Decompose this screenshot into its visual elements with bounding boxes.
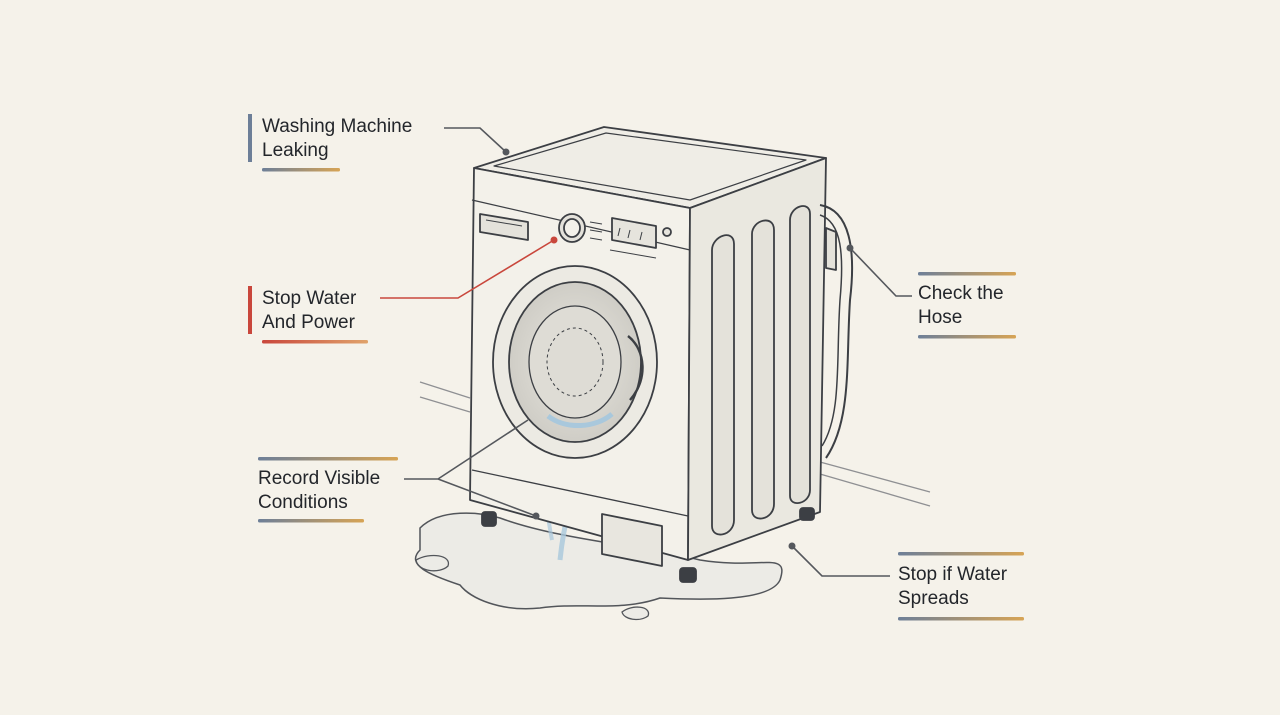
leader-check-the-hose [849,247,912,297]
callout-line: Stop if Water [898,564,1008,585]
leader-lines [380,127,912,577]
callout-line: Hose [918,307,963,328]
washing-machine-illustration [469,126,854,583]
callout-line: And Power [262,312,355,333]
callout-line: Spreads [898,588,969,609]
floor-lines [419,381,931,507]
accent-bars [248,114,1024,621]
callout-stop-water-and-power: Stop Water And Power [262,287,356,335]
callout-line: Washing Machine [262,116,413,137]
callout-line: Leaking [262,140,329,161]
callout-line: Stop Water [262,288,357,309]
callout-line: Conditions [258,492,348,513]
callout-washing-machine-leaking: Washing Machine Leaking [262,115,412,163]
callout-line: Record Visible [258,468,381,489]
leader-record-visible-conditions [404,419,537,517]
callout-check-the-hose: Check the Hose [918,282,1004,330]
leader-stop-if-water-spreads [791,545,890,577]
callout-line: Check the [918,283,1004,304]
leader-washing-machine-leaking [444,127,507,153]
callout-stop-if-water-spreads: Stop if Water Spreads [898,563,1007,611]
leader-stop-water-and-power [380,239,555,299]
callout-record-visible-conditions: Record Visible Conditions [258,467,380,515]
